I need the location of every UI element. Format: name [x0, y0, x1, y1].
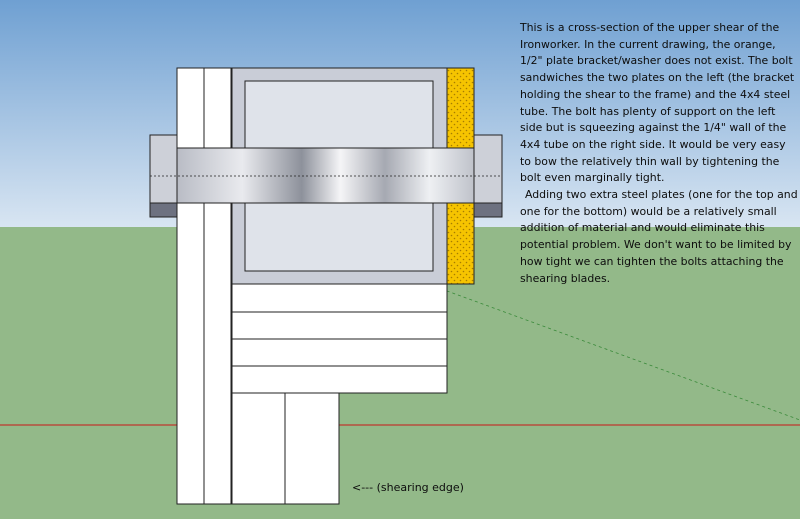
orange-plate-top [446, 67, 475, 149]
blade-layer-2 [231, 311, 448, 340]
blade-layer-4 [231, 365, 448, 394]
bracket-plate-outer [176, 67, 205, 505]
blade-lower-right [284, 392, 340, 505]
explanation-paragraph-2: Adding two extra steel plates (one for t… [520, 188, 798, 285]
orange-plate-bottom [446, 202, 475, 285]
right-washer-shadow [473, 202, 503, 218]
green-axis-line [271, 226, 800, 421]
blade-layer-1 [231, 283, 448, 313]
shearing-edge-label: <--- (shearing edge) [352, 481, 464, 494]
left-washer-shadow [149, 202, 178, 218]
explanation-text: This is a cross-section of the upper she… [520, 20, 798, 287]
bolt-shank [176, 147, 475, 204]
blade-layer-3 [231, 338, 448, 367]
explanation-paragraph-1: This is a cross-section of the upper she… [520, 21, 795, 185]
blade-lower-left [231, 392, 286, 505]
bracket-plate-inner [203, 67, 232, 505]
